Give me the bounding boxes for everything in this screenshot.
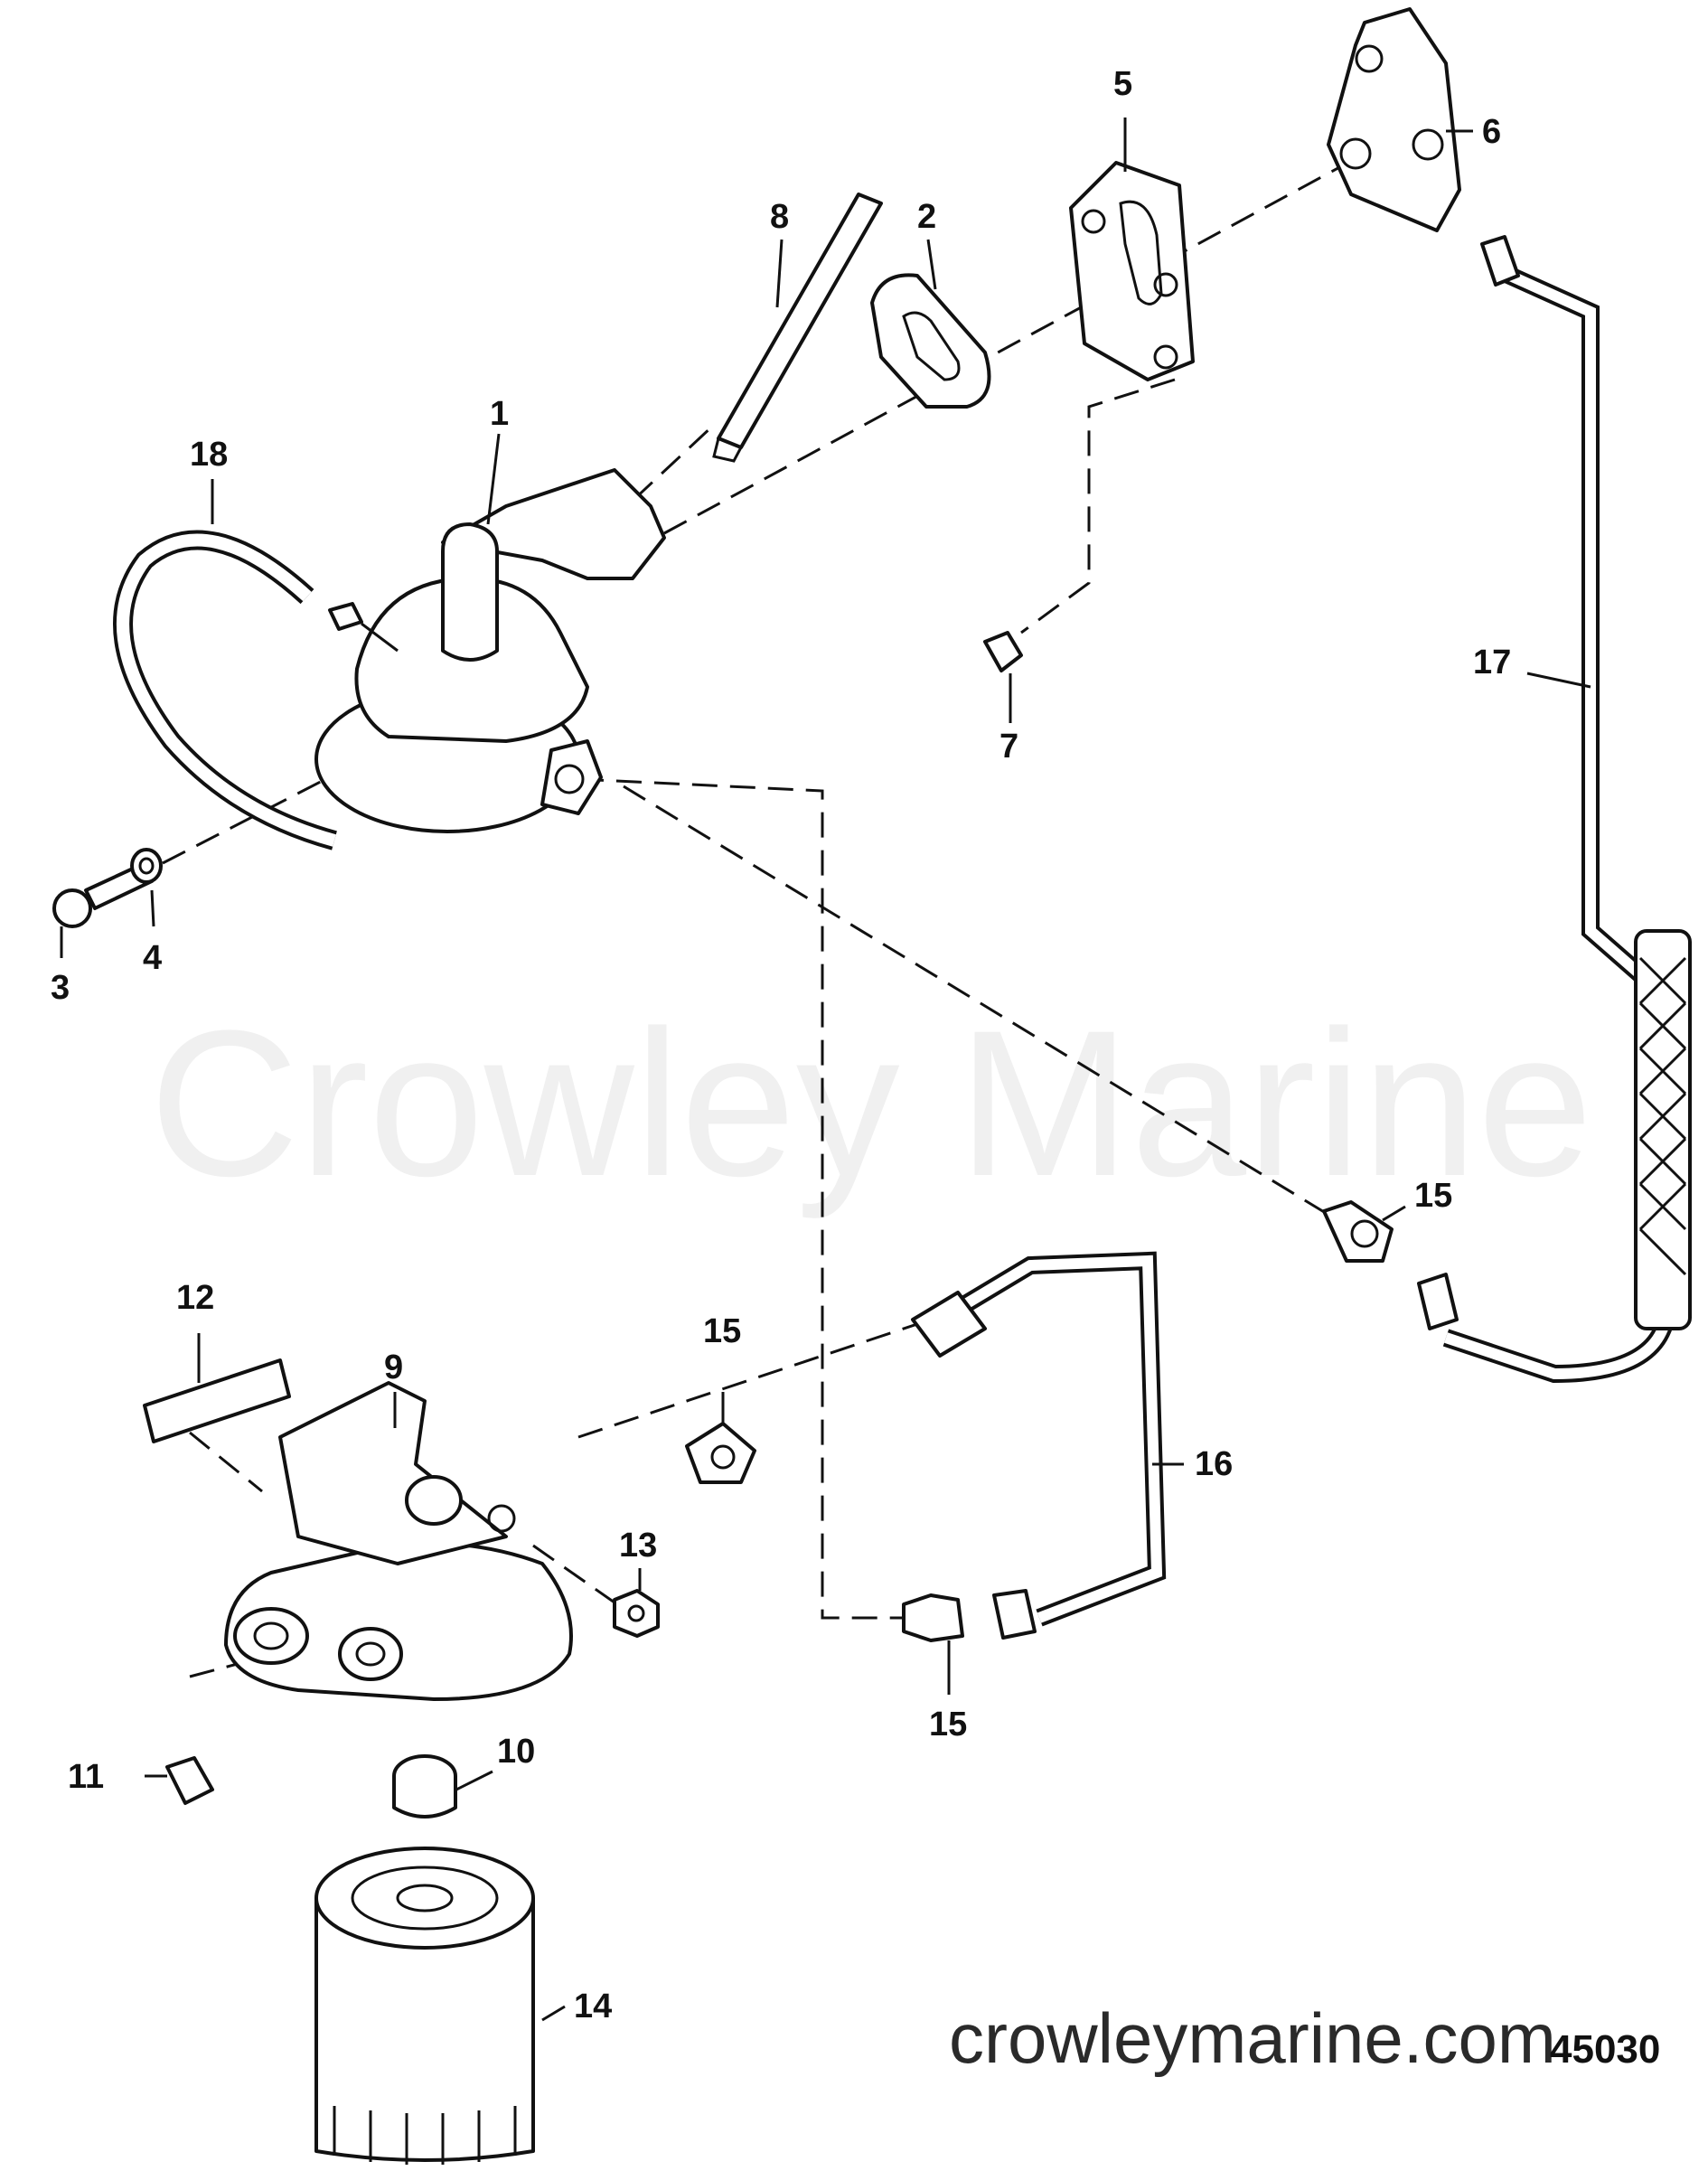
- gasket-plate-part: [1327, 7, 1461, 232]
- fuel-line-16-part: [911, 1251, 1167, 1640]
- callout-hose: 18: [190, 436, 228, 474]
- callout-decal: 12: [176, 1279, 214, 1317]
- fuel-filter-part: [314, 1847, 535, 2165]
- plug-part: [165, 1756, 214, 1805]
- callout-filter-base: 9: [384, 1349, 403, 1386]
- hose-part: [113, 530, 337, 851]
- filter-base-part: [224, 1381, 573, 1701]
- callout-fitting-b: 15: [703, 1312, 741, 1350]
- callout-fitting-a: 15: [1414, 1177, 1452, 1215]
- callout-gasket-plate: 6: [1482, 113, 1501, 151]
- callout-fuel-pump: 1: [490, 395, 509, 433]
- fitting-c-part: [902, 1593, 964, 1642]
- adapter-part: [392, 1754, 457, 1819]
- callout-fuel-filter: 14: [574, 1988, 612, 2025]
- callout-fuel-line-17: 17: [1473, 644, 1511, 681]
- fuel-pump-part: [314, 468, 666, 833]
- decal-part: [143, 1358, 291, 1443]
- callout-fitting-c: 15: [929, 1706, 967, 1743]
- watermark-url: crowleymarine.com: [949, 1998, 1556, 2078]
- callout-gasket-small: 2: [917, 198, 936, 236]
- washer-part: [130, 848, 163, 884]
- small-gasket-part: [870, 273, 991, 409]
- fuel-line-17-part: [1417, 235, 1692, 1384]
- leader-lines: [60, 117, 1591, 2022]
- watermark-main: Crowley Marine: [149, 987, 1593, 1219]
- callout-plug: 11: [68, 1758, 104, 1796]
- callout-mounting-plate: 5: [1113, 65, 1132, 103]
- callout-vent-tube: 8: [770, 198, 789, 236]
- mounting-plate-part: [1069, 161, 1195, 381]
- callout-nut: 13: [619, 1527, 657, 1565]
- assembly-lines: [162, 152, 1365, 1678]
- nut-part: [613, 1589, 660, 1638]
- callout-bolt: 3: [51, 969, 70, 1007]
- vent-tube-part: [712, 193, 883, 463]
- callout-screw: 7: [999, 728, 1018, 766]
- callout-adapter: 10: [497, 1733, 535, 1771]
- callout-washer: 4: [143, 939, 162, 977]
- screw-part: [983, 631, 1023, 672]
- fitting-b-part: [685, 1422, 756, 1484]
- callout-fuel-line-16: 16: [1195, 1445, 1233, 1483]
- fitting-a-part: [1322, 1200, 1394, 1263]
- figure-number: 45030: [1550, 2027, 1660, 2072]
